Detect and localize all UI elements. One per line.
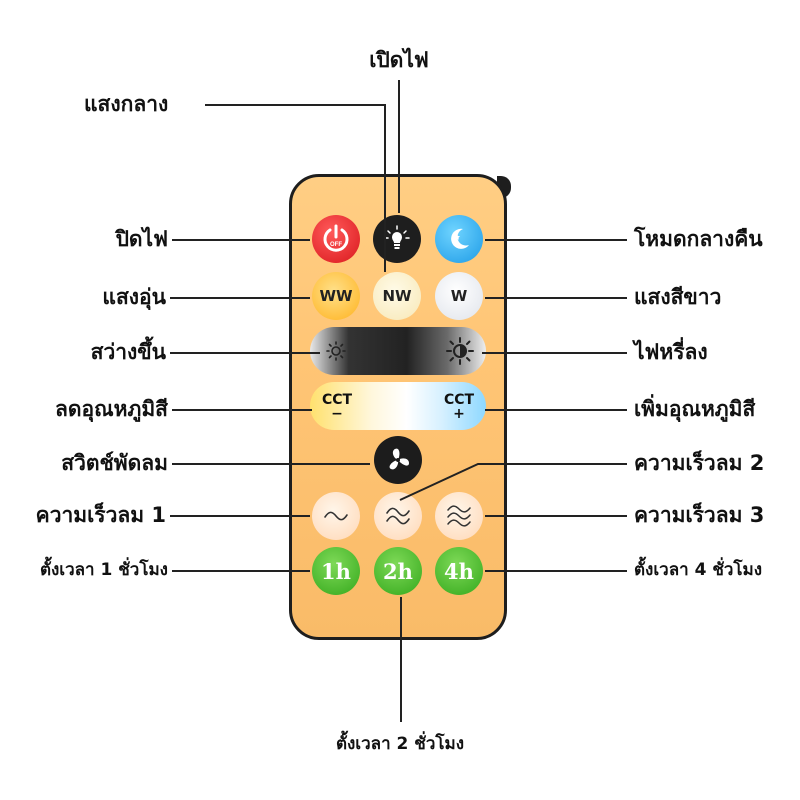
label-middle-light: แสงกลาง	[84, 92, 169, 116]
label-speed-1: ความเร็วลม 1	[35, 503, 166, 527]
label-timer-1h: ตั้งเวลา 1 ชั่วโมง	[39, 560, 168, 580]
leader-line-timer-2	[400, 597, 402, 722]
label-speed-2: ความเร็วลม 2	[634, 451, 765, 475]
leader-line-night-mode	[485, 239, 627, 241]
leader-line-speed-3	[485, 515, 627, 517]
leader-line-timer-1	[172, 570, 310, 572]
middle-light-button[interactable]	[373, 215, 421, 263]
leader-line-dimmer	[482, 352, 627, 354]
fan-speed-1-button[interactable]	[312, 492, 360, 540]
neutral-light-button[interactable]: NW	[373, 272, 421, 320]
fan-speed-3-button[interactable]	[435, 492, 483, 540]
label-timer-4h: ตั้งเวลา 4 ชั่วโมง	[634, 560, 763, 580]
color-temperature-slider[interactable]: CCT − CCT +	[310, 382, 486, 430]
power-icon: OFF	[323, 224, 349, 252]
leader-line-fan	[172, 463, 370, 465]
leader-line-power-off	[172, 239, 310, 241]
night-mode-button[interactable]	[435, 215, 483, 263]
label-warm-light: แสงอุ่น	[102, 285, 166, 309]
wave-2-icon	[386, 507, 410, 525]
label-increase-temp: เพิ่มอุณหภูมิสี	[634, 397, 756, 421]
leader-line-brighter	[170, 352, 320, 354]
label-power-on: เปิดไฟ	[369, 48, 429, 72]
label-night-mode: โหมดกลางคืน	[634, 227, 763, 251]
label-dimmer: ไฟหรี่ลง	[634, 340, 708, 364]
label-timer-2h: ตั้งเวลา 2 ชั่วโมง	[335, 734, 465, 754]
cct-plus-label: CCT	[443, 392, 475, 408]
power-off-button[interactable]: OFF	[312, 215, 360, 263]
leader-line-white	[485, 297, 627, 299]
dim-sun-icon[interactable]	[316, 331, 356, 371]
wave-3-icon	[447, 505, 471, 527]
leader-line-increase-temp	[485, 409, 627, 411]
warm-light-button[interactable]: WW	[312, 272, 360, 320]
off-text: OFF	[330, 242, 342, 248]
cct-minus-label: CCT	[321, 392, 353, 408]
label-white-light: แสงสีขาว	[634, 285, 722, 309]
label-speed-3: ความเร็วลม 3	[634, 503, 765, 527]
label-power-off: ปิดไฟ	[115, 227, 168, 251]
fan-speed-2-button[interactable]	[374, 492, 422, 540]
leader-line-timer-4	[485, 570, 627, 572]
timer-4h-button[interactable]: 4h	[435, 547, 483, 595]
bright-sun-icon[interactable]	[440, 331, 480, 371]
label-decrease-temp: ลดอุณหภูมิสี	[55, 397, 168, 421]
brightness-slider[interactable]	[310, 327, 486, 375]
timer-1h-button[interactable]: 1h	[312, 547, 360, 595]
leader-line-warm	[170, 297, 310, 299]
wave-1-icon	[324, 511, 348, 521]
label-brighter: สว่างขึ้น	[90, 340, 166, 364]
timer-2h-button[interactable]: 2h	[374, 547, 422, 595]
leader-line-decrease-temp	[172, 409, 312, 411]
cct-plus-sign: +	[453, 406, 465, 422]
leader-line-speed-1	[170, 515, 310, 517]
leader-line-middle-light-h	[205, 104, 385, 106]
white-light-button[interactable]: W	[435, 272, 483, 320]
leader-line-power-on	[398, 80, 400, 213]
moon-icon	[451, 228, 469, 249]
fan-switch-button[interactable]	[374, 436, 422, 484]
cct-minus-sign: −	[331, 406, 343, 422]
cct-plus-button[interactable]: CCT +	[440, 393, 478, 421]
leader-line-middle-light-v	[384, 104, 386, 272]
fan-icon	[389, 448, 409, 470]
label-fan-switch: สวิตช์พัดลม	[61, 451, 168, 475]
cct-minus-button[interactable]: CCT −	[318, 393, 356, 421]
leader-line-speed-2	[399, 463, 627, 501]
